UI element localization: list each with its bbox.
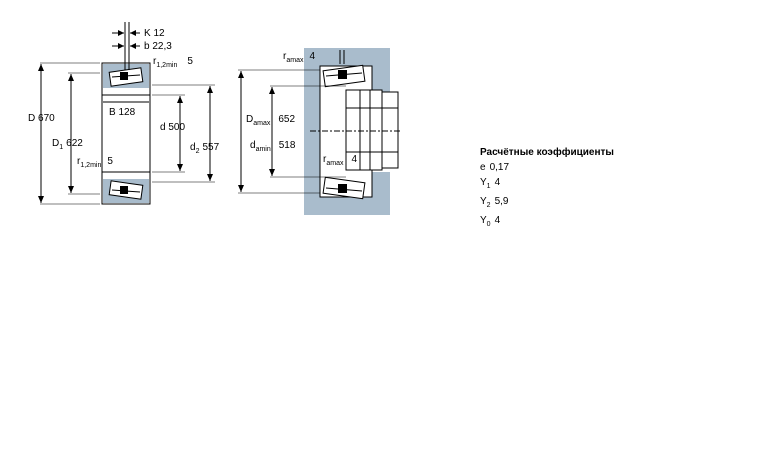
upper-roller: [108, 67, 144, 87]
outer-ring-outline: [101, 62, 151, 205]
lower-roller: [108, 180, 144, 200]
adapter-sleeve: [345, 89, 383, 171]
housing-top: [304, 48, 390, 66]
mount-upper-roller: [322, 64, 366, 88]
mount-lower-roller: [322, 176, 366, 200]
housing-bottom: [304, 197, 390, 215]
coefficients-title: Расчётные коэффициенты: [480, 147, 614, 158]
d-label: d 500: [160, 122, 185, 133]
b-label: b 22,3: [144, 41, 172, 52]
k-label: K 12: [144, 28, 165, 39]
B-label: B 128: [109, 107, 136, 118]
lock-nut: [381, 91, 399, 169]
D-label: D 670: [28, 113, 55, 124]
